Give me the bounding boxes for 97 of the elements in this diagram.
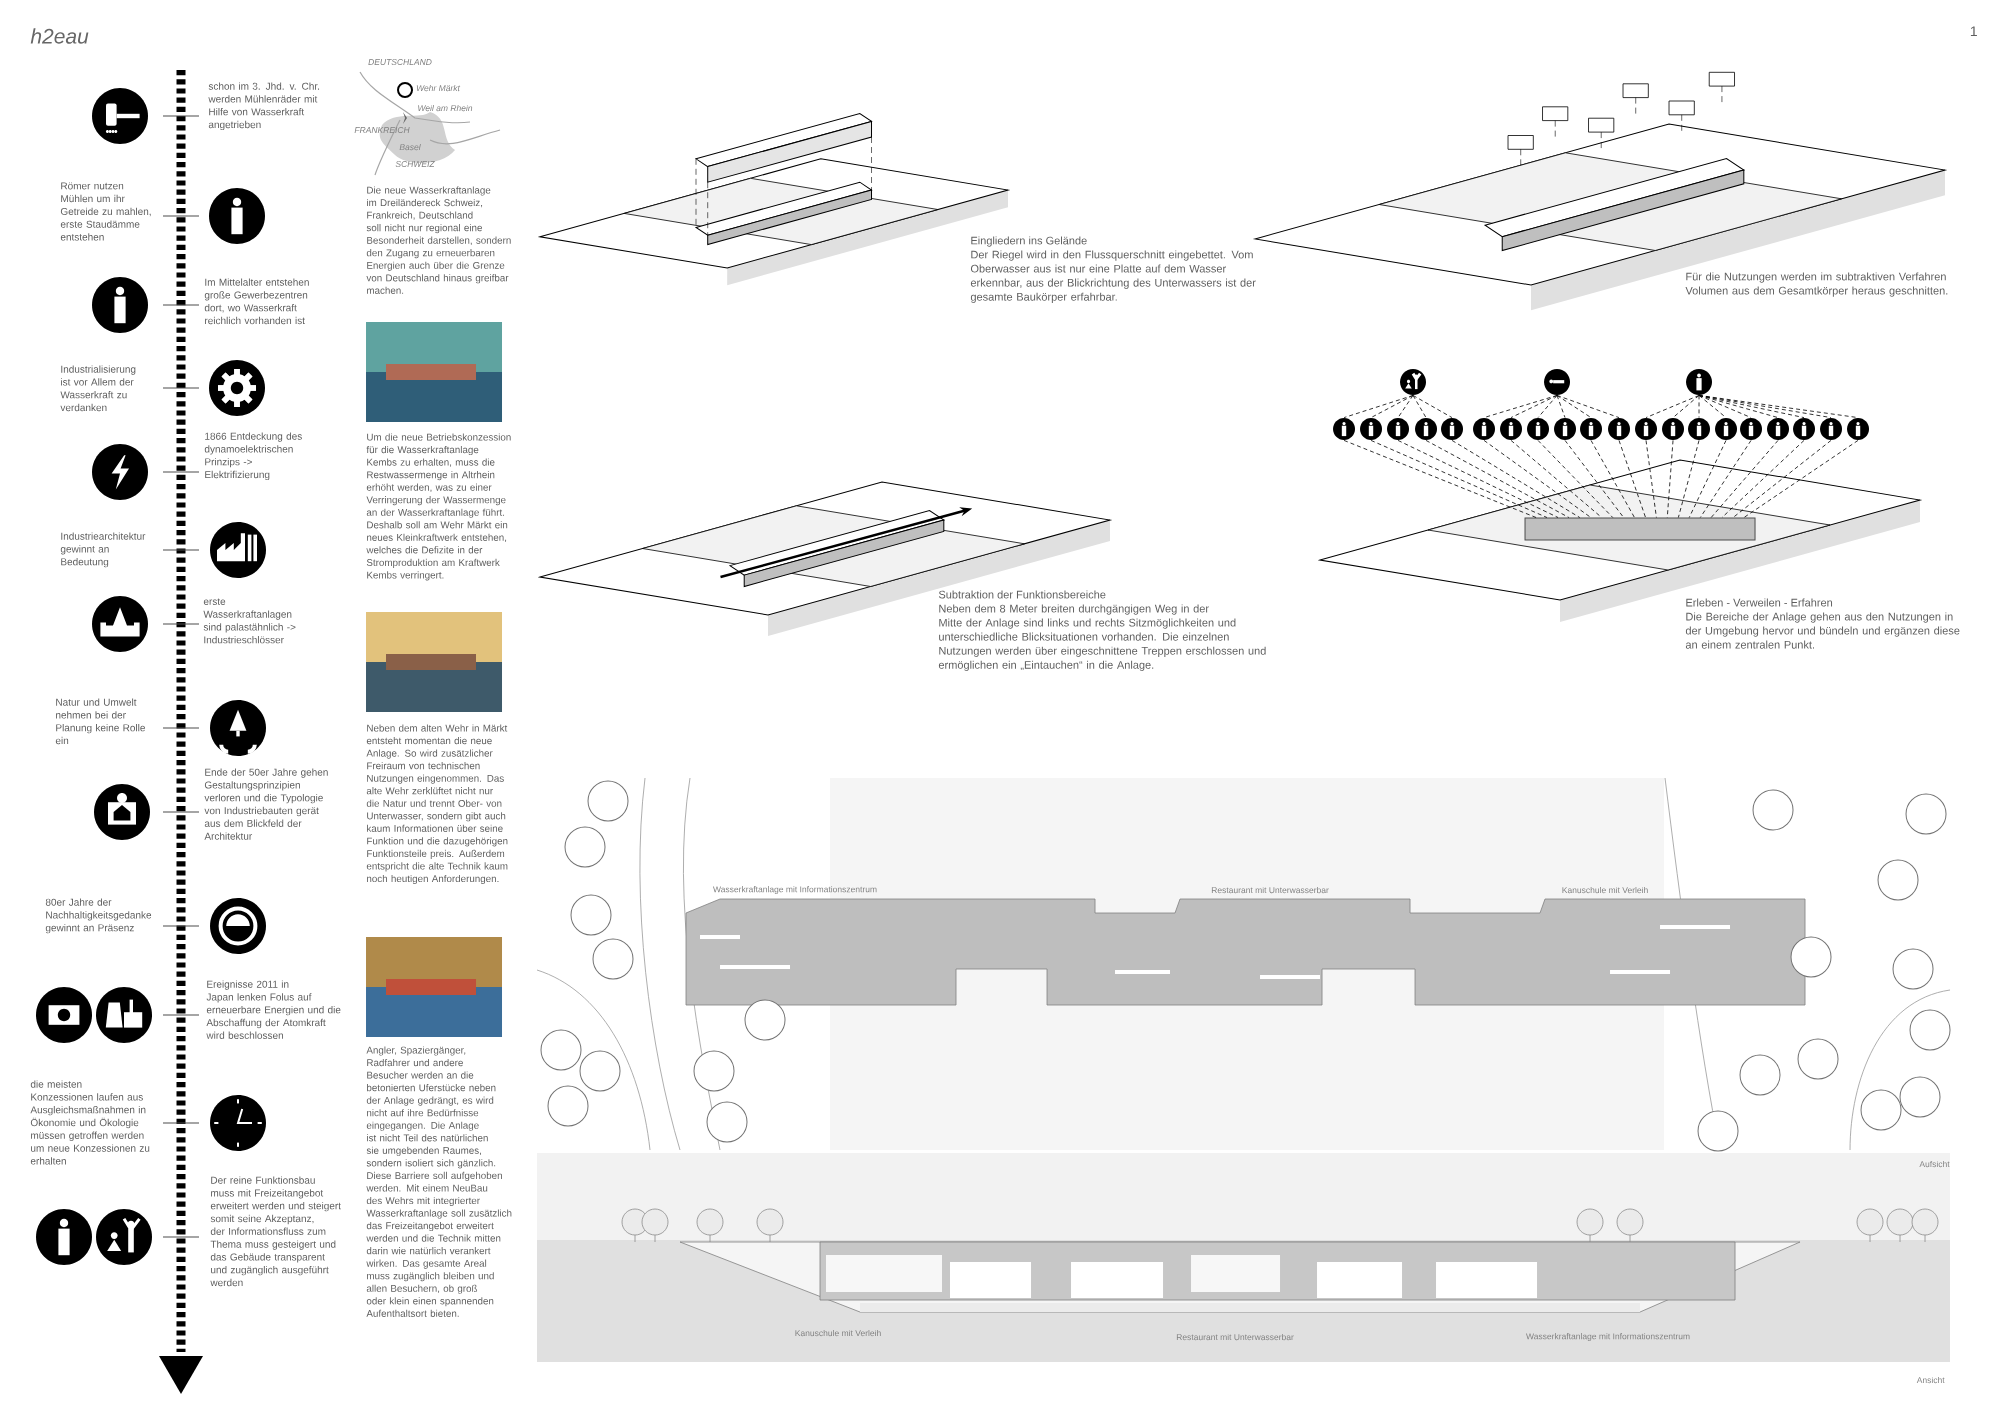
caption-text: Der Riegel wird in den Flussquerschnitt eingebettet. Vom Oberwasser aus ist nur eine Platte auf dem Wasser erkennbar, aus der Blickrichtung des Unterwassers ist der gesamte Baukörper erfahrbar. <box>970 250 1256 303</box>
lying-person-icon <box>1544 369 1570 395</box>
leader-line <box>1666 440 1674 518</box>
leader-line <box>1732 440 1832 518</box>
person-icon <box>1847 418 1869 440</box>
body-text: Angler, Spaziergänger, Radfahrer und andere Besucher werden an die betonierten Uferstücke neben der Anlage gedrängt, es wird nicht auf ihre Bedürfnisse eingegangen. Die Anlage ist nicht Teil des natürlichen sie umgebenden Raumes, sondern isoliert sich gänzlich. Diese Barriere soll aufgehoben werden. Mit einem NeuBau des Wehrs mit integrierter Wasserkraftanlage soll zusätzlich das Freizeitangebot erweitert werden und die Technik mitten darin wie natürlich verankert wirken. Das gesamte Areal muss zugänglich bleiben und allen Besuchern, ob groß oder klein einen spannenden Aufenthaltsort bieten. <box>366 1046 512 1317</box>
leader-line <box>1510 395 1558 418</box>
leader-line <box>1556 395 1620 418</box>
leader-line <box>1483 440 1592 518</box>
leader-line <box>1618 440 1646 518</box>
leader-line <box>1537 440 1614 518</box>
person-icon <box>1767 418 1789 440</box>
caption-text: Für die Nutzungen werden im subtraktiven Verfahren Volumen aus dem Gesamtkörper heraus geschnitten. <box>1685 272 1948 297</box>
leader-line <box>1698 395 1727 418</box>
timeline-text: erste Wasserkraftanlagen sind palastähnlich -> Industrieschlösser <box>203 598 296 644</box>
leader-line <box>1412 395 1453 418</box>
leader-line <box>1698 395 1859 418</box>
leader-line <box>1672 395 1700 418</box>
person-icon <box>1793 418 1816 440</box>
leader-line <box>1645 395 1700 418</box>
body-text: Neben dem alten Wehr in Märkt entsteht momentan die neue Anlage. So wird zusätzlicher Freiraum von technischen Nutzungen eingenommen. Das alte Wehr zerklüftet nicht nur die Natur und trennt Ober- von Unterwasser, sondern gibt auch kaum Informationen über seine Funktion und die dazugehörigen Funktionsteile preis. Außerdem entspricht die alte Technik kaum noch heutigen Anforderungen. <box>366 724 508 885</box>
caption-heading: Erleben - Verweilen - Erfahren <box>1686 598 1833 607</box>
view-label: Aufsicht <box>1919 1160 1950 1168</box>
timeline-text: Im Mittelalter entstehen große Gewerbezentren dort, wo Wasserkraft reichlich vorhanden ist <box>204 278 309 325</box>
leader-line <box>1677 440 1700 518</box>
leader-line <box>1645 440 1657 518</box>
map-label: SCHWEIZ <box>395 161 435 167</box>
timeline-text: Industriearchitektur gewinnt an Bedeutung <box>60 532 146 568</box>
leader-line <box>1721 440 1805 518</box>
timeline-text: schon im 3. Jhd. v. Chr. werden Mühlenräder mit Hilfe von Wasserkraft angetrieben <box>208 82 320 131</box>
leader-line <box>1343 440 1537 518</box>
person-icon <box>1820 418 1842 440</box>
timeline-text: 1866 Entdeckung des dynamoelektrischen Prinzips -> Elektrifizierung <box>204 432 302 481</box>
title: h2eau <box>30 28 89 44</box>
leader-line <box>1699 440 1752 518</box>
leader-line <box>1425 440 1570 518</box>
body-text: Um die neue Betriebskonzession für die Wasserkraftanlage Kembs zu erhalten, muss die Restwassermenge in Altrhein erhöht werden, was zu einer Verringerung der Wassermenge an der Wasserkraftanlage führt. Deshalb soll am Wehr Märkt ein neues Kleinkraftwerk entstehen, welches die Defizite in der Stromproduktion am Kraftwerk Kembs verringert. <box>366 433 511 581</box>
people-icon <box>1400 369 1426 395</box>
leader-line <box>1698 395 1752 418</box>
person-icon <box>1740 418 1762 440</box>
leader-line <box>1397 440 1559 518</box>
timeline-text: Ereignisse 2011 in Japan lenken Folus auf erneuerbare Energien und die Abschaffung der Atomkraft wird beschlossen <box>206 980 341 1039</box>
caption-heading: Eingliedern ins Gelände <box>971 236 1087 247</box>
timeline-text: die meisten Konzessionen laufen aus Ausgleichsmaßnahmen in Ökonomie und Ökologie müssen getroffen werden um neue Konzessionen zu erhalten <box>30 1080 150 1165</box>
plan-label: Wasserkraftanlage mit Informationszentrum <box>713 886 877 894</box>
leader-line <box>1564 440 1624 518</box>
person-icon <box>1688 418 1710 440</box>
person-icon <box>1500 418 1523 440</box>
timeline-text: Römer nutzen Mühlen um ihr Getreide zu mahlen, erste Staudämme entstehen <box>60 182 151 241</box>
leader-line <box>1537 395 1558 418</box>
person-icon <box>1415 418 1437 440</box>
person-icon <box>1441 418 1463 440</box>
person-icon <box>1686 369 1712 395</box>
caption-heading: Subtraktion der Funktionsbereiche <box>938 590 1106 599</box>
plan-label: Restaurant mit Unterwasserbar <box>1176 1333 1294 1341</box>
plan-label: Wasserkraftanlage mit Informationszentrum <box>1526 1333 1690 1341</box>
person-icon <box>1527 418 1549 440</box>
map-label: Wehr Märkt <box>416 84 461 92</box>
leader-line <box>1698 395 1700 418</box>
plan-label: Kanuschule mit Verleih <box>795 1329 881 1337</box>
leader-line <box>1397 395 1414 418</box>
person-icon <box>1715 418 1737 440</box>
timeline-text: Natur und Umwelt nehmen bei der Planung keine Rolle ein <box>55 698 145 745</box>
plan-label: Restaurant mit Unterwasserbar <box>1211 886 1329 894</box>
person-icon <box>1473 418 1496 440</box>
page-number: 1 <box>1970 26 1977 37</box>
person-icon <box>1360 418 1382 440</box>
body-text: Die neue Wasserkraftanlage im Dreiländereck Schweiz, Frankreich, Deutschland soll nicht nur regional eine Besonderheit darstellen, sondern den Zugang zu erneuerbaren Energien auch über die Grenze von Deutschland hinaus greifbar machen. <box>366 186 511 294</box>
person-icon <box>1580 418 1603 440</box>
timeline-text: Ende der 50er Jahre gehen Gestaltungsprinzipien verloren und die Typologie von Industriebauten gerät aus dem Blickfeld der Architektur <box>204 768 328 840</box>
caption-text: Neben dem 8 Meter breiten durchgängigen Weg in der Mitte der Anlage sind links und rechts Sitzmöglichkeiten und unterschiedliche Blicksituationen vorhanden. Die einzelnen Nutzungen werden über eingeschnittene Treppen erschlossen und ermöglichen ein „Eintauchen“ in die Anlage. <box>938 604 1266 671</box>
leader-line <box>1370 440 1548 518</box>
person-icon <box>1635 418 1657 440</box>
leader-line <box>1370 395 1414 418</box>
leader-line <box>1510 440 1603 518</box>
view-label: Ansicht <box>1916 1376 1945 1384</box>
person-icon <box>1662 418 1684 440</box>
person-icon <box>1608 418 1630 440</box>
timeline-text: Der reine Funktionsbau muss mit Freizeitangebot erweitert werden und steigert somit seine Akzeptanz, der Informationsfluss zum Thema muss gesteigert und das Gebäude transparent und zugänglich ausgeführt werden <box>210 1176 341 1287</box>
plan-label: Kanuschule mit Verleih <box>1562 886 1648 894</box>
leader-line <box>1710 440 1779 518</box>
timeline-text: Industrialisierung ist vor Allem der Wasserkraft zu verdanken <box>60 365 136 412</box>
leader-line <box>1556 395 1566 418</box>
map-label: DEUTSCHLAND <box>368 59 432 65</box>
leader-line <box>1412 395 1427 418</box>
timeline-text: 80er Jahre der Nachhaltigkeitsgedanke gewinnt an Präsenz <box>45 898 152 934</box>
person-icon <box>1554 418 1576 440</box>
map-label: Basel <box>399 143 421 151</box>
caption-text: Die Bereiche der Anlage gehen aus den Nutzungen in der Umgebung hervor und bündeln und ergänzen diese an einem zentralen Punkt. <box>1685 612 1960 649</box>
leader-line <box>1451 440 1581 518</box>
person-icon <box>1333 418 1355 440</box>
leader-line <box>1688 440 1727 518</box>
building-block <box>1524 517 1756 541</box>
leader-line <box>1590 440 1635 518</box>
map-label: Weil am Rhein <box>418 104 473 112</box>
leader-line <box>1743 440 1859 518</box>
person-icon <box>1387 418 1410 440</box>
